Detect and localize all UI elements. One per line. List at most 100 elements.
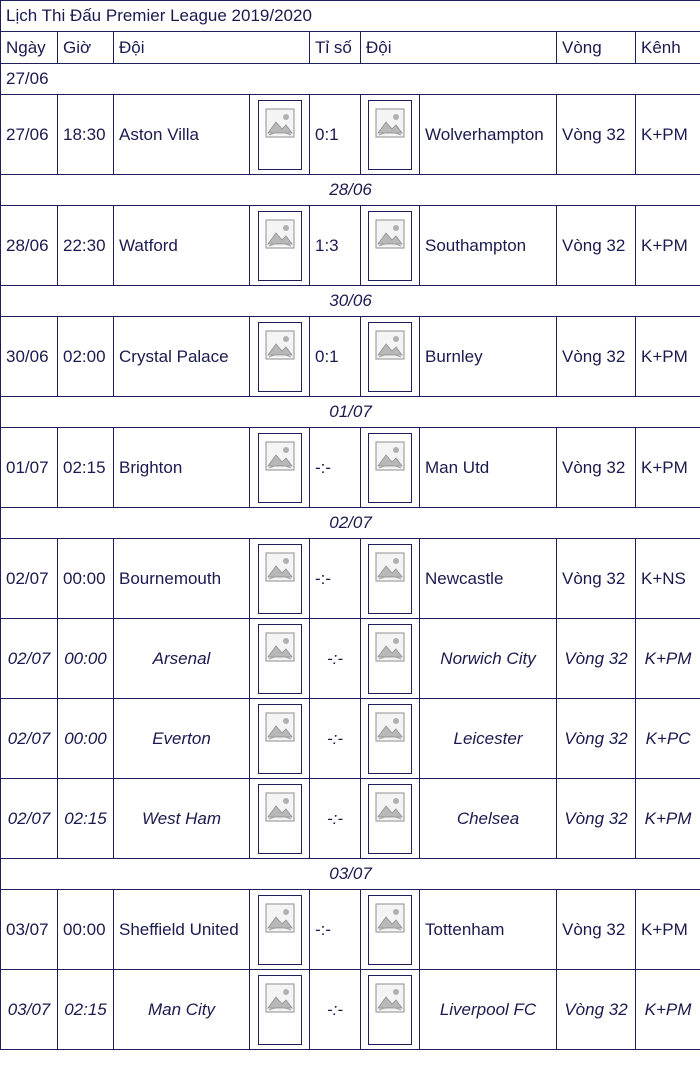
away-team-logo-cell [360,205,420,286]
match-channel: K+PM [634,205,700,286]
away-team-logo-cell [360,889,420,970]
match-time: 02:15 [57,427,114,508]
away-team-logo-cell [360,538,420,619]
home-team-logo-cell [249,205,310,286]
home-team-name: Man City [113,969,250,1050]
image-placeholder-icon [257,321,302,392]
date-group-row: 02/07 [0,507,700,539]
away-team-logo-cell [360,316,420,397]
match-time: 00:00 [57,889,114,970]
match-channel: K+PM [634,94,700,175]
date-group-label: 30/06 [0,285,700,317]
image-placeholder-icon [257,783,302,854]
image-placeholder-icon [257,703,302,774]
match-score: -:- [309,618,361,699]
match-score: -:- [309,778,361,859]
image-placeholder-icon [368,432,412,503]
match-score: -:- [309,538,361,619]
image-placeholder-icon [257,974,302,1045]
match-round: Vòng 32 [556,538,636,619]
date-group-row: 30/06 [0,285,700,317]
match-score: 0:1 [309,316,361,397]
date-group-label: 01/07 [0,396,700,428]
match-date: 02/07 [0,778,58,859]
away-team-logo-cell [360,698,420,779]
home-team-name: Sheffield United [113,889,250,970]
away-team-logo-cell [360,778,420,859]
image-placeholder-icon [368,623,412,694]
header-round: Vòng [556,31,636,64]
header-channel: Kênh [634,31,700,64]
match-date: 03/07 [0,889,58,970]
fixtures-table: Lịch Thi Đấu Premier League 2019/2020 Ng… [0,0,700,1050]
away-team-logo-cell [360,427,420,508]
match-round: Vòng 32 [556,427,636,508]
away-team-name: Norwich City [419,618,557,699]
image-placeholder-icon [257,543,302,614]
match-score: 0:1 [309,94,361,175]
home-team-name: Brighton [113,427,250,508]
header-away-team: Đội [360,31,557,64]
header-date: Ngày [0,31,58,64]
header-time: Giờ [57,31,114,64]
away-team-name: Southampton [419,205,557,286]
home-team-logo-cell [249,969,310,1050]
date-group-label: 03/07 [0,858,700,890]
away-team-name: Chelsea [419,778,557,859]
away-team-name: Tottenham [419,889,557,970]
image-placeholder-icon [368,783,412,854]
match-date: 02/07 [0,538,58,619]
match-score: -:- [309,889,361,970]
image-placeholder-icon [368,543,412,614]
image-placeholder-icon [368,894,412,965]
match-score: -:- [309,427,361,508]
date-group-row: 28/06 [0,174,700,206]
match-date: 01/07 [0,427,58,508]
date-group-row: 01/07 [0,396,700,428]
match-round: Vòng 32 [556,94,636,175]
match-date: 02/07 [0,698,58,779]
away-team-name: Man Utd [419,427,557,508]
match-score: 1:3 [309,205,361,286]
home-team-logo-cell [249,316,310,397]
away-team-name: Wolverhampton [419,94,557,175]
away-team-name: Newcastle [419,538,557,619]
image-placeholder-icon [257,99,302,170]
match-round: Vòng 32 [556,205,636,286]
match-time: 02:15 [57,778,114,859]
date-group-row: 27/06 [0,63,700,95]
match-round: Vòng 32 [556,698,636,779]
date-group-row: 03/07 [0,858,700,890]
match-time: 00:00 [57,618,114,699]
home-team-logo-cell [249,778,310,859]
image-placeholder-icon [368,210,412,281]
away-team-name: Liverpool FC [419,969,557,1050]
home-team-name: West Ham [113,778,250,859]
match-channel: K+PM [634,889,700,970]
image-placeholder-icon [257,894,302,965]
match-channel: K+NS [634,538,700,619]
away-team-name: Leicester [419,698,557,779]
home-team-name: Aston Villa [113,94,250,175]
match-channel: K+PM [634,316,700,397]
match-time: 00:00 [57,538,114,619]
match-round: Vòng 32 [556,778,636,859]
match-time: 02:00 [57,316,114,397]
match-date: 02/07 [0,618,58,699]
image-placeholder-icon [368,703,412,774]
match-channel: K+PM [634,969,700,1050]
match-time: 18:30 [57,94,114,175]
match-time: 02:15 [57,969,114,1050]
match-score: -:- [309,698,361,779]
image-placeholder-icon [368,99,412,170]
table-title: Lịch Thi Đấu Premier League 2019/2020 [0,0,700,32]
image-placeholder-icon [368,321,412,392]
match-round: Vòng 32 [556,889,636,970]
home-team-name: Watford [113,205,250,286]
